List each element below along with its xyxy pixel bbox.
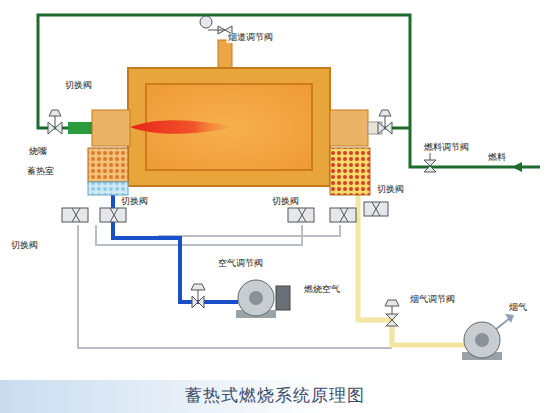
grey-ducts	[78, 225, 392, 348]
fuel-arrow	[512, 162, 522, 172]
part-label: 切换阀	[64, 81, 93, 91]
part-label: 燃烧空气	[303, 285, 341, 295]
part-label: 燃料	[487, 153, 507, 163]
flue-arrow	[505, 314, 514, 323]
part-label: 烟道调节阀	[227, 33, 274, 43]
part-label: 烟气	[508, 303, 528, 313]
air-duct	[113, 194, 238, 302]
furnace	[128, 40, 330, 186]
part-label: 切换阀	[376, 185, 405, 195]
part-label: 蓄热室	[26, 167, 55, 177]
flue-outlet	[495, 318, 510, 330]
burners	[68, 110, 382, 146]
part-label: 燃料调节阀	[423, 143, 470, 153]
part-label: 空气调节阀	[217, 259, 264, 269]
caption: 蓄热式燃烧系统原理图	[185, 384, 365, 407]
part-label: 切换阀	[271, 197, 300, 207]
part-label: 切换阀	[10, 241, 39, 251]
part-label: 烧嘴	[28, 147, 48, 157]
part-label: 烟气调节阀	[409, 295, 456, 305]
flue-fan	[462, 322, 502, 360]
air-fan	[236, 280, 290, 318]
regenerators	[88, 148, 370, 195]
valves	[48, 16, 437, 326]
part-label: 切换阀	[120, 197, 149, 207]
bottom-band	[0, 380, 550, 413]
flue-duct	[358, 194, 470, 345]
